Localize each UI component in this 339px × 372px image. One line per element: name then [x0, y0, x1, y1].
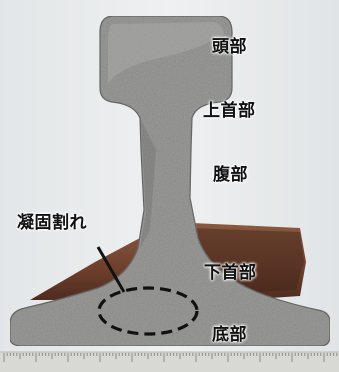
label-head: 頭部: [212, 37, 247, 57]
web-shading: [140, 120, 156, 248]
label-upper-neck: 上首部: [203, 101, 256, 121]
rail-rust-shadow: [190, 228, 304, 292]
label-lower-neck: 下首部: [204, 263, 257, 283]
crack-pointer-line: [96, 246, 126, 293]
rail-profile: [9, 15, 331, 347]
label-base: 底部: [212, 325, 247, 345]
crack-outline: [97, 286, 199, 336]
head-highlight: [108, 22, 224, 84]
rail-cross-section: [9, 15, 331, 347]
ruler: [0, 351, 339, 372]
label-crack: 凝固割れ: [17, 213, 87, 233]
label-web: 腹部: [213, 165, 248, 185]
